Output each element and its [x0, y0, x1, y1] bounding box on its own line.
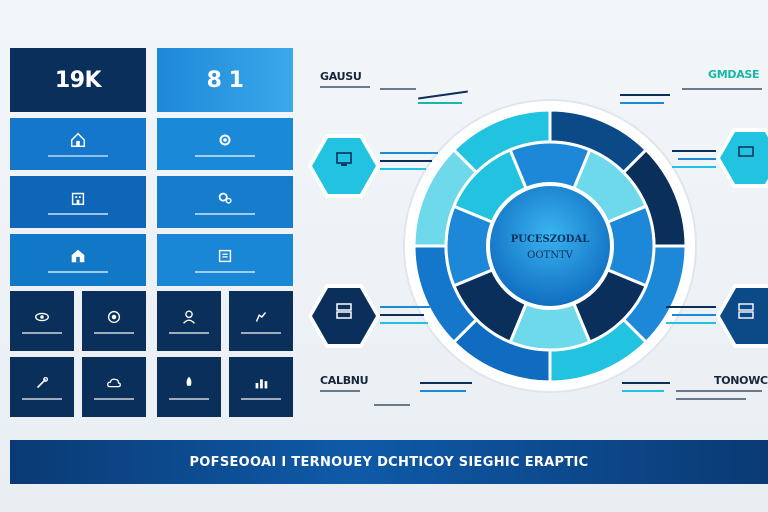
- feature-tile-small: [157, 291, 221, 351]
- rocket-icon: [186, 376, 192, 386]
- feature-tile: [10, 118, 146, 170]
- feature-tile: [10, 176, 146, 228]
- wheel-hub: [486, 182, 614, 310]
- stat-tile-left: 19K: [10, 48, 146, 112]
- tools-icon: [36, 376, 49, 389]
- segment-wheel: PUCESZODAL OOTNTV: [403, 99, 697, 393]
- building-icon: [71, 192, 85, 206]
- wheel-segments: [412, 108, 688, 384]
- hexagon-node-top-right: [716, 128, 768, 188]
- feature-tile-small: [10, 357, 74, 417]
- hub-label-line2: OOTNTV: [527, 250, 573, 261]
- stat-value-right: 8 1: [206, 67, 244, 93]
- tile-caption: [195, 155, 255, 157]
- tile-caption: [22, 332, 62, 334]
- tile-caption: [94, 332, 134, 334]
- tile-caption: [241, 398, 281, 400]
- feature-tile-small: [229, 357, 293, 417]
- tile-caption: [94, 398, 134, 400]
- tile-caption: [48, 271, 108, 273]
- wheel-inner-segment: [508, 140, 592, 191]
- stat-value-left: 19K: [54, 67, 102, 93]
- feature-tile-small: [157, 357, 221, 417]
- callout-subtext-bottom-left: [320, 390, 360, 392]
- tile-caption: [241, 332, 281, 334]
- tile-caption: [48, 213, 108, 215]
- server-icon: [336, 303, 352, 319]
- stat-tile-right: 8 1: [157, 48, 293, 112]
- tile-caption: [169, 398, 209, 400]
- callout-subtext-bottom-left: [374, 404, 410, 406]
- hexagon-node-bottom-right: [716, 284, 768, 348]
- hand-icon: [255, 312, 267, 322]
- feature-tile-small: [229, 291, 293, 351]
- home-icon: [71, 249, 85, 263]
- house-icon: [70, 132, 86, 148]
- tile-caption: [195, 271, 255, 273]
- tile-caption: [195, 213, 255, 215]
- callout-title-bottom-right: TONOWC: [714, 374, 768, 387]
- settings-icon: [218, 192, 232, 204]
- target-icon: [107, 310, 121, 324]
- callout-subtext-top-left: [320, 86, 370, 88]
- user-icon: [183, 310, 195, 324]
- server-icon: [738, 303, 754, 319]
- feature-tile: [10, 234, 146, 286]
- footer-banner: POFSEOOAI I TERNOUEY DCHTICOY SIEGHIC ER…: [10, 440, 768, 484]
- callout-title-top-right: GMDASE: [708, 68, 760, 81]
- feature-tile: [157, 118, 293, 170]
- document-icon: [218, 249, 232, 263]
- banner-title: POFSEOOAI I TERNOUEY DCHTICOY SIEGHIC ER…: [189, 454, 589, 470]
- monitor-icon: [336, 152, 352, 166]
- tile-caption: [169, 332, 209, 334]
- callout-subtext-top-right: [682, 88, 762, 90]
- callout-title-top-left: GAUSU: [320, 70, 362, 83]
- hexagon-node-top-left: [308, 134, 380, 198]
- callout-title-bottom-left: CALBNU: [320, 374, 369, 387]
- monitor-icon: [738, 146, 754, 157]
- callout-subtext-top-left: [380, 88, 416, 90]
- callout-subtext-bottom-right: [676, 398, 746, 400]
- hexagon-node-bottom-left: [308, 284, 380, 348]
- feature-tile-small: [82, 291, 146, 351]
- wheel-outer-segment: [451, 108, 552, 175]
- cloud-icon: [107, 378, 121, 388]
- hub-label-line1: PUCESZODAL: [511, 234, 590, 245]
- feature-tile-small: [10, 291, 74, 351]
- callout-subtext-bottom-right: [676, 390, 762, 392]
- feature-tile: [157, 234, 293, 286]
- tile-caption: [48, 155, 108, 157]
- eye-icon: [35, 312, 49, 322]
- feature-tile: [157, 176, 293, 228]
- tile-caption: [22, 398, 62, 400]
- feature-tile-small: [82, 357, 146, 417]
- chart-icon: [255, 379, 268, 389]
- gear-icon: [219, 134, 231, 146]
